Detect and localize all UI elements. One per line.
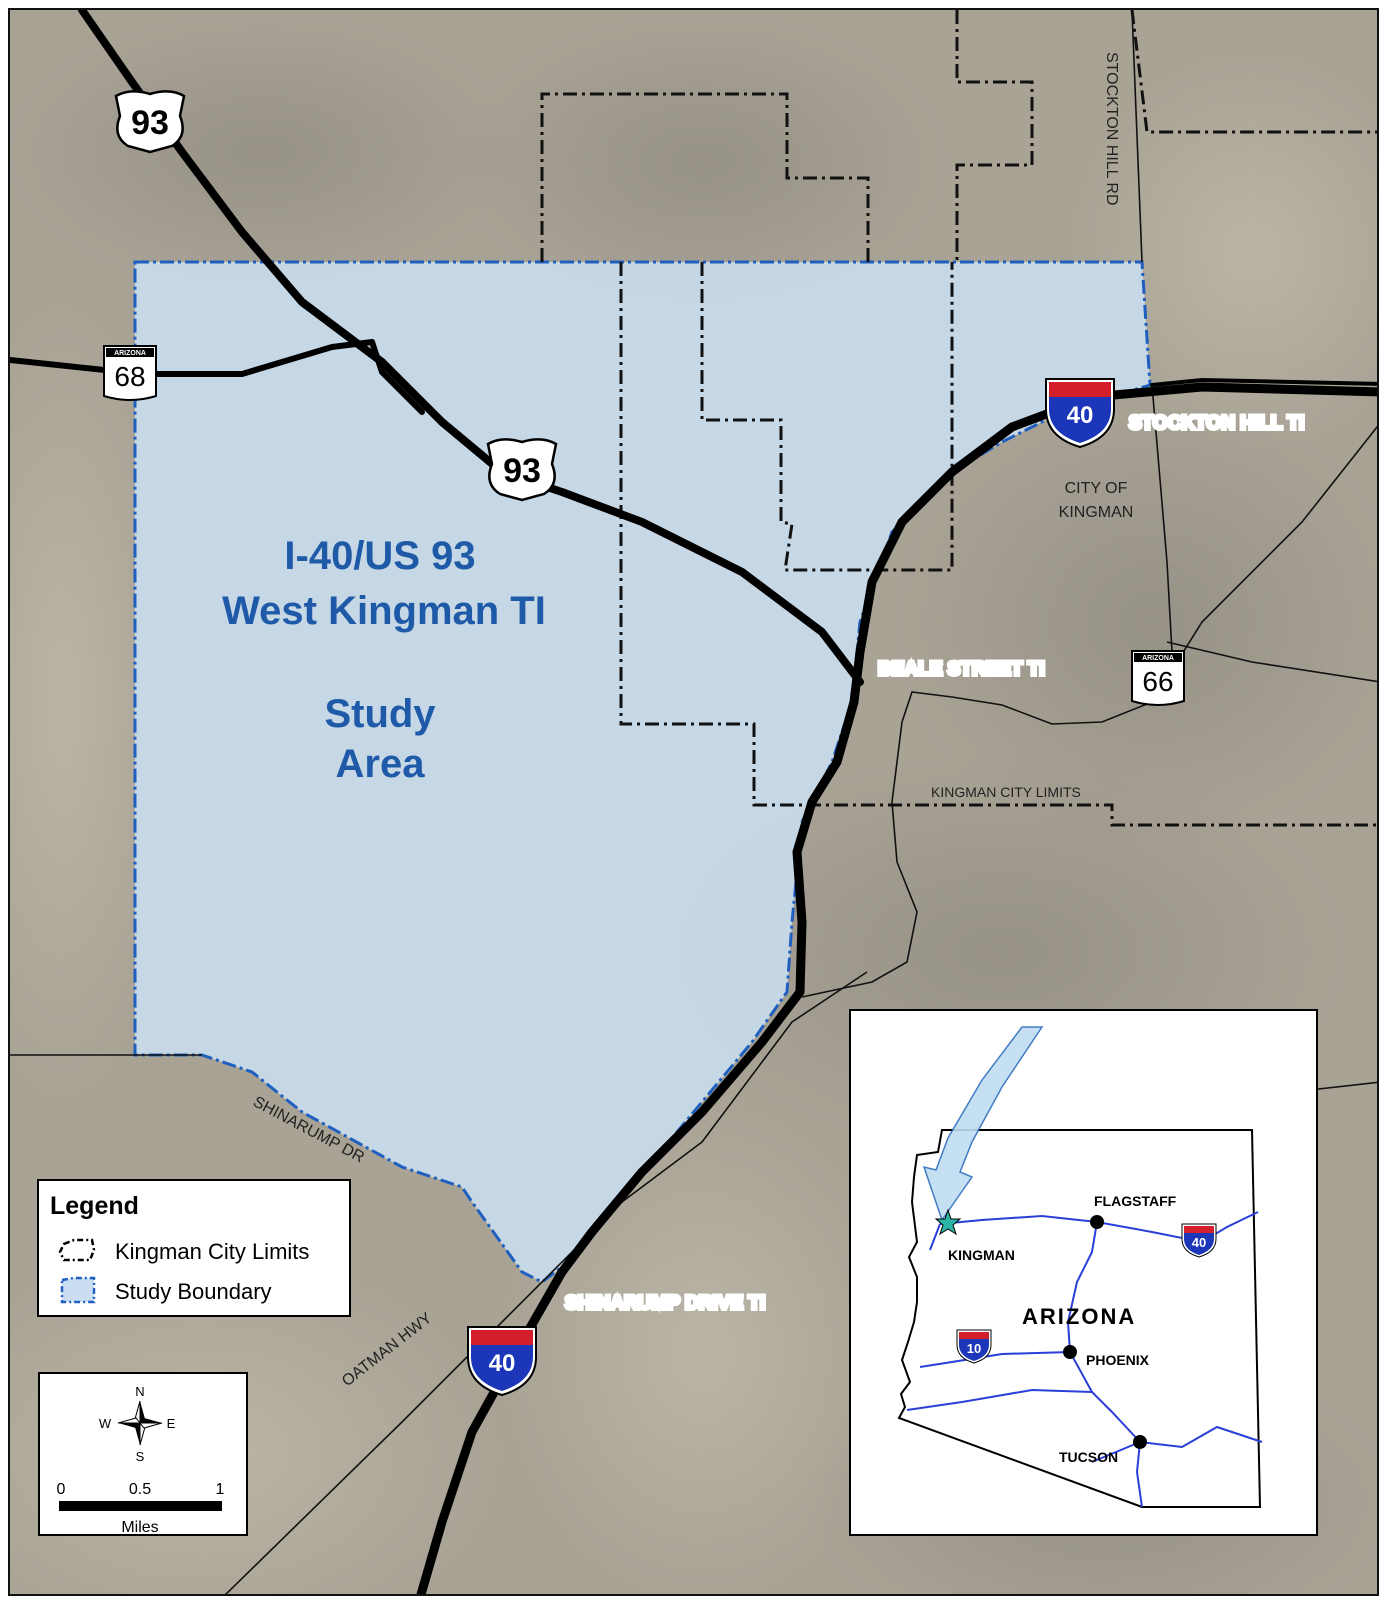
- compass-w: W: [99, 1416, 112, 1431]
- us93-shield-north: 93: [114, 90, 186, 154]
- scale-tick-half: 0.5: [129, 1481, 151, 1498]
- inset-roads: [906, 1211, 1263, 1508]
- scale-tick-0: 0: [57, 1481, 66, 1498]
- inset-label-kingman: KINGMAN: [948, 1247, 1015, 1263]
- compass-icon: [117, 1400, 163, 1446]
- map-canvas[interactable]: 40 40 93 93 ARIZONA 68 ARIZONA 66 I-40/U…: [10, 10, 1379, 1596]
- inset-label-tucson: TUCSON: [1059, 1449, 1118, 1465]
- legend-label-city-limits: Kingman City Limits: [115, 1239, 309, 1264]
- legend: Legend Kingman City Limits Study Boundar…: [37, 1179, 351, 1317]
- arizona-outline: [897, 1129, 1262, 1508]
- title-line-2: West Kingman TI: [222, 589, 546, 633]
- subtitle-line-1: Study: [324, 692, 436, 736]
- inset-i10-number: 10: [967, 1341, 981, 1356]
- scale-unit: Miles: [121, 1519, 158, 1536]
- us93-number-south: 93: [503, 452, 541, 490]
- study-area-title: I-40/US 93 West Kingman TI Study Area: [222, 534, 546, 786]
- city-label-line-2: KINGMAN: [1059, 504, 1134, 521]
- locator-arrow-icon: [922, 1026, 1044, 1222]
- legend-item-city-limits: Kingman City Limits: [58, 1238, 309, 1264]
- inset-label-arizona: ARIZONA: [1022, 1304, 1136, 1329]
- legend-title: Legend: [50, 1192, 139, 1220]
- us93-shield-south: 93: [486, 438, 558, 502]
- az66-number: 66: [1142, 666, 1173, 697]
- inset-label-flagstaff: FLAGSTAFF: [1094, 1193, 1177, 1209]
- az68-header: ARIZONA: [114, 350, 146, 357]
- flagstaff-dot-icon: [1090, 1215, 1104, 1229]
- kingman-star-icon: [934, 1208, 962, 1236]
- scale-tick-1: 1: [216, 1481, 225, 1498]
- inset-label-phoenix: PHOENIX: [1086, 1352, 1150, 1368]
- inset-i40-number: 40: [1192, 1235, 1206, 1250]
- map-frame: 40 40 93 93 ARIZONA 68 ARIZONA 66 I-40/U…: [8, 8, 1379, 1596]
- phoenix-dot-icon: [1063, 1345, 1077, 1359]
- inset-i10-shield: 10: [956, 1329, 992, 1364]
- us93-highway: [78, 10, 864, 686]
- us93-number-north: 93: [131, 104, 169, 142]
- shinarump-drive-ti-label: SHINARUMP DRIVE TI: [565, 1293, 765, 1314]
- scale-box: N S E W 0 0.5 1 Miles: [38, 1372, 248, 1536]
- tucson-dot-icon: [1133, 1435, 1147, 1449]
- city-limits-swatch-icon: [58, 1238, 96, 1262]
- inset-i40-shield: 40: [1181, 1223, 1217, 1258]
- i40-shield-south: 40: [467, 1326, 537, 1397]
- i40-number-north: 40: [1067, 402, 1094, 429]
- compass-e: E: [167, 1416, 176, 1431]
- subtitle-line-2: Area: [336, 742, 426, 786]
- legend-item-study-boundary: Study Boundary: [60, 1276, 272, 1304]
- stockton-hill-rd-label: STOCKTON HILL RD: [1103, 52, 1120, 206]
- compass-n: N: [135, 1384, 144, 1399]
- beale-street-ti-label: BEALE STREET TI: [878, 659, 1045, 680]
- az66-shield: ARIZONA 66: [1131, 650, 1185, 706]
- city-label-line-1: CITY OF: [1065, 480, 1128, 497]
- i40-highway: [416, 382, 1377, 1594]
- stockton-hill-ti-label: STOCKTON HILL TI: [1129, 413, 1304, 434]
- legend-label-study-boundary: Study Boundary: [115, 1279, 272, 1304]
- city-limits-label: KINGMAN CITY LIMITS: [931, 784, 1081, 800]
- az66-header: ARIZONA: [1142, 655, 1174, 662]
- scale-bar: [59, 1501, 222, 1511]
- kingman-city-limits: [540, 10, 1377, 827]
- i40-number-south: 40: [489, 1350, 516, 1377]
- az68-number: 68: [114, 361, 145, 392]
- az68-shield: ARIZONA 68: [103, 345, 157, 401]
- i40-shield-north: 40: [1045, 378, 1115, 449]
- study-boundary-swatch-icon: [60, 1276, 96, 1304]
- inset-map: FLAGSTAFF KINGMAN PHOENIX TUCSON ARIZONA…: [849, 1009, 1318, 1536]
- title-line-1: I-40/US 93: [284, 534, 475, 578]
- compass-s: S: [136, 1449, 145, 1464]
